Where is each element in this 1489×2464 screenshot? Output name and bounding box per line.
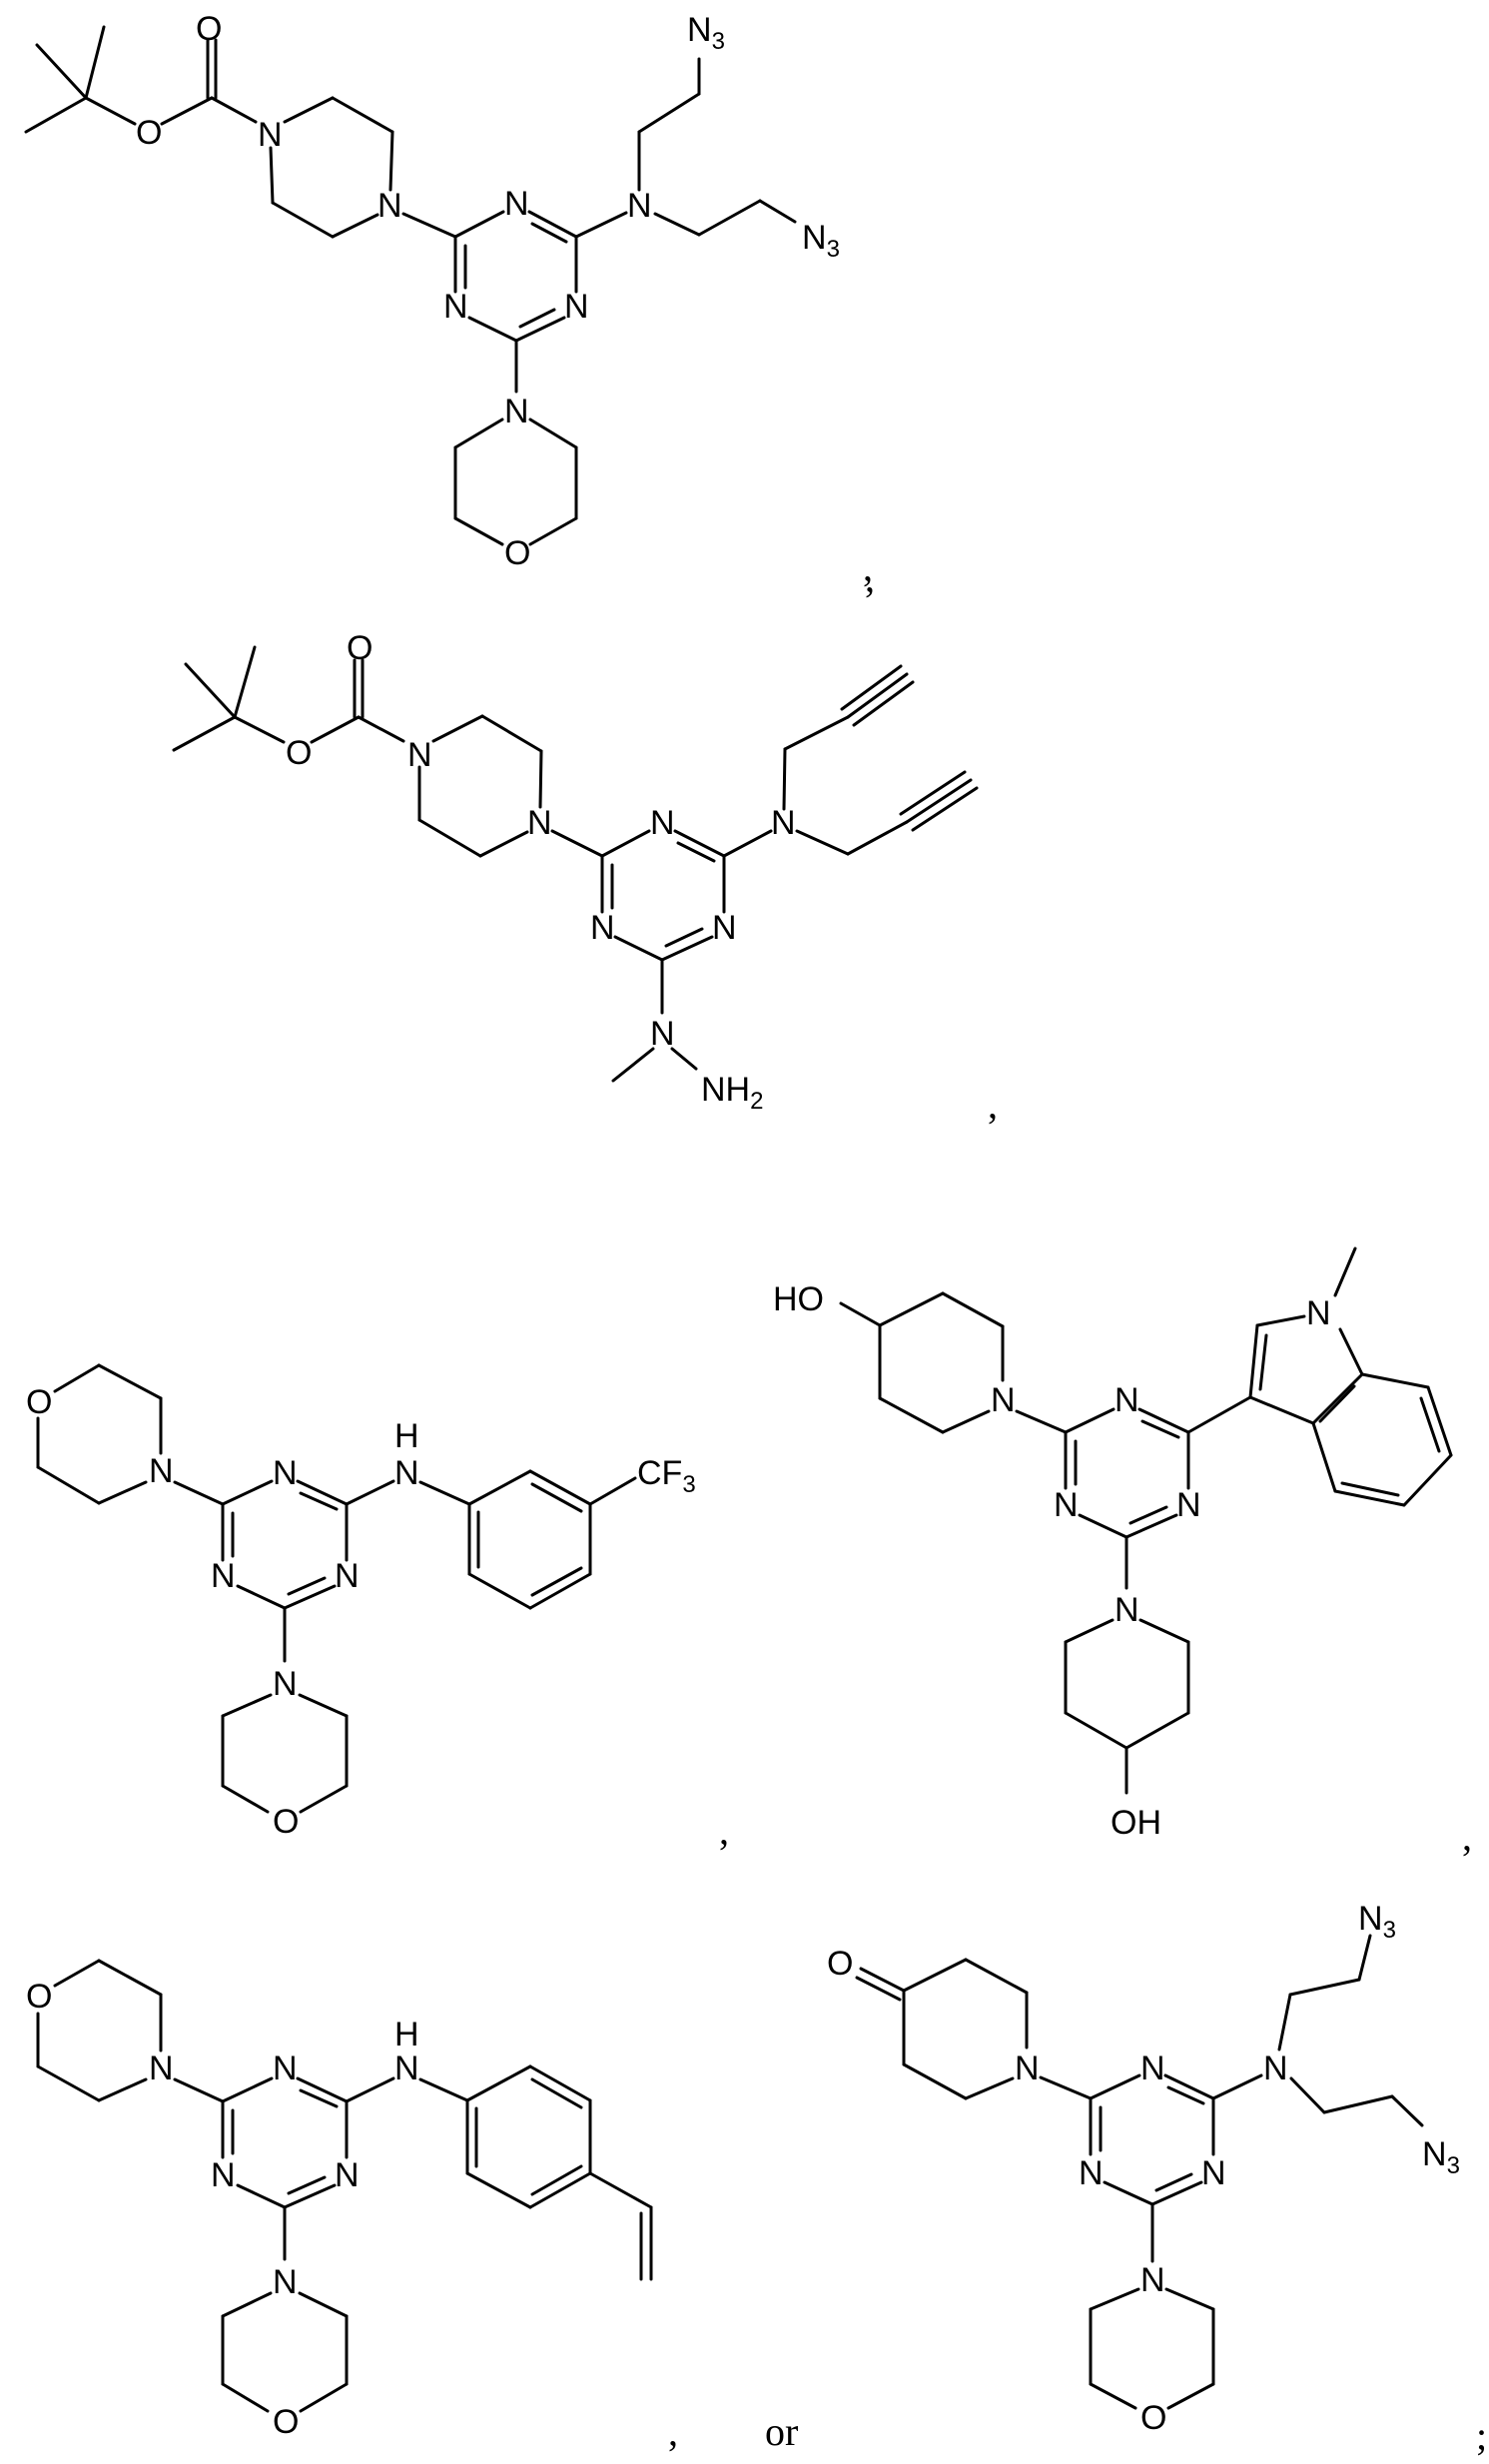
atom-label: O (827, 1945, 853, 1983)
azide-label: N3 (687, 11, 725, 55)
atom-label: N (149, 1452, 174, 1490)
separator-final: ; (1476, 2413, 1487, 2458)
separator: , (668, 2409, 678, 2454)
atom-label: N (1201, 2154, 1226, 2192)
atom-label: OH (1111, 1804, 1161, 1842)
atom-label: N (1176, 1486, 1201, 1524)
structure-1: O O N N N N N N N3 N3 N O , (24, 10, 875, 600)
atom-label: N (1306, 1294, 1331, 1332)
atom-label: H (394, 1417, 419, 1455)
atom-label: N (273, 1665, 298, 1703)
atom-label: N (504, 185, 529, 223)
atom-label: N (1079, 2154, 1104, 2192)
separator: , (719, 1808, 729, 1853)
atom-label: N (273, 2050, 298, 2087)
atom-label: N (712, 909, 737, 947)
atom-label: N (273, 1454, 298, 1492)
structure-5: O N N N N N H N O , or (26, 1959, 798, 2454)
azide-label: N3 (1422, 2135, 1460, 2179)
atom-label: N (1263, 2050, 1288, 2087)
separator: , (988, 1082, 998, 1127)
structure-6: O N N N N N N3 N3 N O ; (827, 1900, 1487, 2458)
atom-label: N (1115, 1591, 1139, 1629)
atom-label: N (991, 1381, 1016, 1419)
atom-label: N (407, 736, 432, 774)
atom-label: N (1140, 2050, 1165, 2087)
atom-label: O (26, 1383, 52, 1421)
structure-2: O O N N N N N N N NH2 , , (172, 544, 998, 1127)
atom-label: N (394, 1454, 419, 1492)
atom-label: O (136, 114, 162, 152)
atom-label: N (273, 2263, 298, 2301)
structure-4: HO N N N N N N OH , (773, 1246, 1472, 1859)
nh2-label: NH2 (701, 1071, 763, 1115)
atom-label: N (377, 187, 402, 225)
atom-label: N (335, 2156, 360, 2194)
azide-label: N3 (802, 219, 840, 263)
atom-label: N (564, 288, 589, 326)
atom-label: N (149, 2050, 174, 2087)
conjunction-or: or (765, 2409, 798, 2454)
atom-label: N (650, 804, 675, 842)
atom-label: N (1115, 1381, 1139, 1419)
atom-label: N (1015, 2050, 1040, 2087)
atom-label: H (394, 2016, 419, 2053)
structure-3: O N N N N N H CF3 N O , (26, 1363, 729, 1853)
atom-label: N (1140, 2261, 1165, 2299)
atom-label: N (590, 909, 615, 947)
atom-label: N (394, 2050, 419, 2087)
azide-label: N3 (1358, 1900, 1396, 1944)
atom-label: O (273, 2403, 299, 2441)
atom-label: N (1054, 1486, 1079, 1524)
atom-label: N (443, 288, 468, 326)
atom-label: O (26, 1978, 52, 2016)
separator: , (865, 555, 875, 600)
atom-label: O (286, 734, 312, 772)
atom-label: O (1140, 2399, 1166, 2437)
atom-label: N (211, 1557, 236, 1595)
atom-label: N (504, 393, 529, 430)
atom-label: O (504, 534, 530, 572)
separator: , (863, 544, 873, 589)
atom-label: O (196, 10, 222, 48)
atom-label: N (627, 187, 652, 225)
separator: , (1462, 1814, 1472, 1859)
atom-label: N (527, 804, 552, 842)
atom-label: N (335, 1557, 360, 1595)
atom-label: N (771, 804, 796, 842)
atom-label: HO (773, 1280, 824, 1318)
atom-label: N (650, 1015, 675, 1053)
atom-label: O (347, 629, 372, 667)
atom-label: N (211, 2156, 236, 2194)
atom-label: O (273, 1803, 299, 1841)
cf3-label: CF3 (637, 1454, 696, 1498)
atom-label: N (258, 116, 283, 154)
